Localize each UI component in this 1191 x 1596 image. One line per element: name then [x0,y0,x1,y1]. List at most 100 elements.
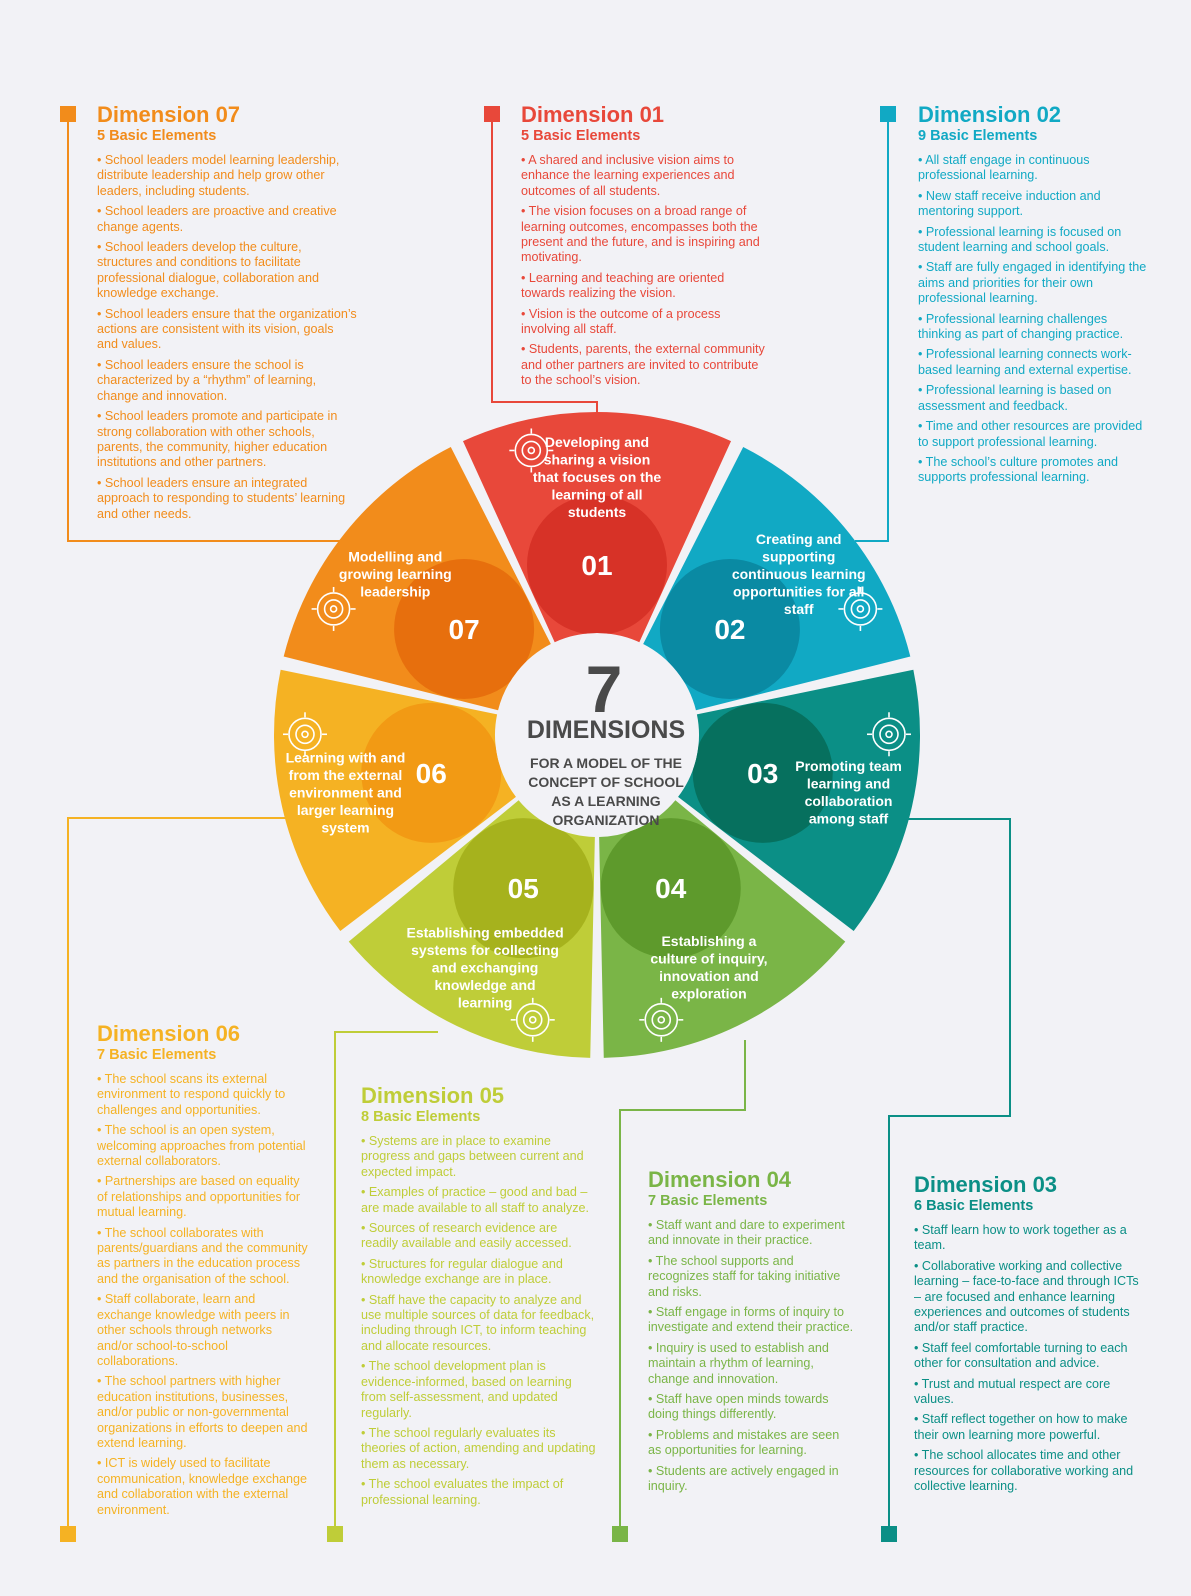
map-network-icon [283,712,328,757]
dimension-02-subtitle: 9 Basic Elements [918,128,1038,144]
target-icon [509,428,554,473]
dimension-05-list: • Systems are in place to examine progre… [361,1134,597,1508]
element-item: • The school partners with higher educat… [97,1374,308,1450]
element-item: • Problems and mistakes are seen as oppo… [648,1427,840,1458]
element-item: • The school scans its external environm… [97,1072,286,1117]
element-item: • Examples of practice – good and bad – … [361,1185,589,1215]
segment-02-badge [659,559,800,700]
segment-03-number: 03 [747,758,778,789]
center-number: 7 [586,652,623,726]
element-item: • A shared and inclusive vision aims to … [521,153,735,198]
element-item: • The school supports and recognizes sta… [648,1253,841,1299]
element-item: • Staff learn how to work together as a … [914,1223,1127,1253]
dimension-03-subtitle: 6 Basic Elements [914,1198,1034,1214]
brain-gears-icon [510,997,555,1042]
dimension-03-list: • Staff learn how to work together as a … [914,1223,1146,1495]
element-item: • ICT is widely used to facilitate commu… [97,1456,308,1517]
segment-02-number: 02 [714,614,745,645]
segment-06-number: 06 [416,758,447,789]
dimension-01-subtitle: 5 Basic Elements [521,128,641,144]
element-item: • Staff engage in forms of inquiry to in… [648,1305,854,1335]
element-item: • Systems are in place to examine progre… [361,1134,584,1179]
dimension-03-title: Dimension 03 [914,1172,1058,1197]
segment-04-badge [600,818,741,959]
element-item: • School leaders ensure that the organiz… [97,306,357,352]
segment-07-number: 07 [449,614,480,645]
connector-lines [67,113,1011,1534]
element-item: • School leaders develop the culture, st… [97,240,319,301]
element-item: • Inquiry is used to establish and maint… [648,1340,829,1386]
dimension-03-panel: Dimension 03 6 Basic Elements • Staff le… [914,1173,1146,1500]
element-item: • The school is an open system, welcomin… [97,1123,306,1169]
element-item: • School leaders promote and participate… [97,409,338,470]
segment-04-number: 04 [655,873,687,904]
segment-06-badge [361,702,502,843]
element-item: • The school collaborates with parents/g… [97,1225,308,1286]
dimension-01-title: Dimension 01 [521,102,665,127]
element-item: • Staff have open minds towards doing th… [648,1392,829,1422]
element-item: • Staff collaborate, learn and exchange … [97,1292,290,1368]
d01-marker [484,106,500,122]
dimension-07-list: • School leaders model learning leadersh… [97,153,357,522]
element-item: • Sources of research evidence are readi… [361,1221,572,1251]
element-item: • The school allocates time and other re… [914,1448,1134,1494]
element-item: • The school’s culture promotes and supp… [918,454,1118,485]
element-item: • Professional learning is based on asse… [918,383,1112,413]
element-item: • Staff reflect together on how to make … [914,1412,1128,1442]
element-item: • Students, parents, the external commun… [521,342,765,388]
element-item: • New staff receive induction and mentor… [918,188,1101,219]
lightbulb-circuit-icon [639,997,684,1042]
dimension-01-list: • A shared and inclusive vision aims to … [521,153,766,389]
handshake-network-icon [866,712,911,757]
dimension-02-title: Dimension 02 [918,102,1062,127]
segment-05-number: 05 [508,873,539,904]
element-item: • The school regularly evaluates its the… [361,1425,596,1471]
connector-d07 [67,113,355,542]
element-item: • Professional learning challenges think… [918,311,1124,342]
element-item: • All staff engage in continuous profess… [918,153,1090,183]
element-item: • Time and other resources are provided … [918,419,1143,449]
dimension-05-title: Dimension 05 [361,1083,505,1108]
element-item: • The school development plan is evidenc… [361,1359,572,1420]
connector-d06 [67,817,300,1534]
dimension-06-title: Dimension 06 [97,1021,241,1046]
element-item: • Trust and mutual respect are core valu… [914,1376,1111,1407]
connector-d03 [888,818,1011,1534]
connector-d05 [334,1031,438,1534]
element-item: • The vision focuses on a broad range of… [521,204,760,265]
dimension-04-title: Dimension 04 [648,1167,792,1192]
dimension-04-list: • Staff want and dare to experiment and … [648,1218,856,1495]
connector-d04 [619,1040,746,1534]
connector-d02 [855,113,889,542]
dimension-05-subtitle: 8 Basic Elements [361,1109,481,1125]
d02-marker [880,106,896,122]
element-item: • Collaborative working and collective l… [914,1258,1139,1335]
segment-01-badge [527,495,667,635]
d05-marker [327,1526,343,1542]
dimension-02-panel: Dimension 02 9 Basic Elements • All staf… [918,103,1148,491]
d07-marker [60,106,76,122]
element-item: • Vision is the outcome of a process inv… [521,306,721,337]
element-item: • Staff want and dare to experiment and … [648,1218,845,1248]
group-learning-icon [838,586,883,631]
dimension-06-list: • The school scans its external environm… [97,1072,309,1518]
segment-05-badge [453,818,594,959]
dimension-06-subtitle: 7 Basic Elements [97,1047,217,1063]
d06-marker [60,1526,76,1542]
element-item: • Learning and teaching are oriented tow… [521,270,725,301]
segment-01-number: 01 [581,550,612,581]
